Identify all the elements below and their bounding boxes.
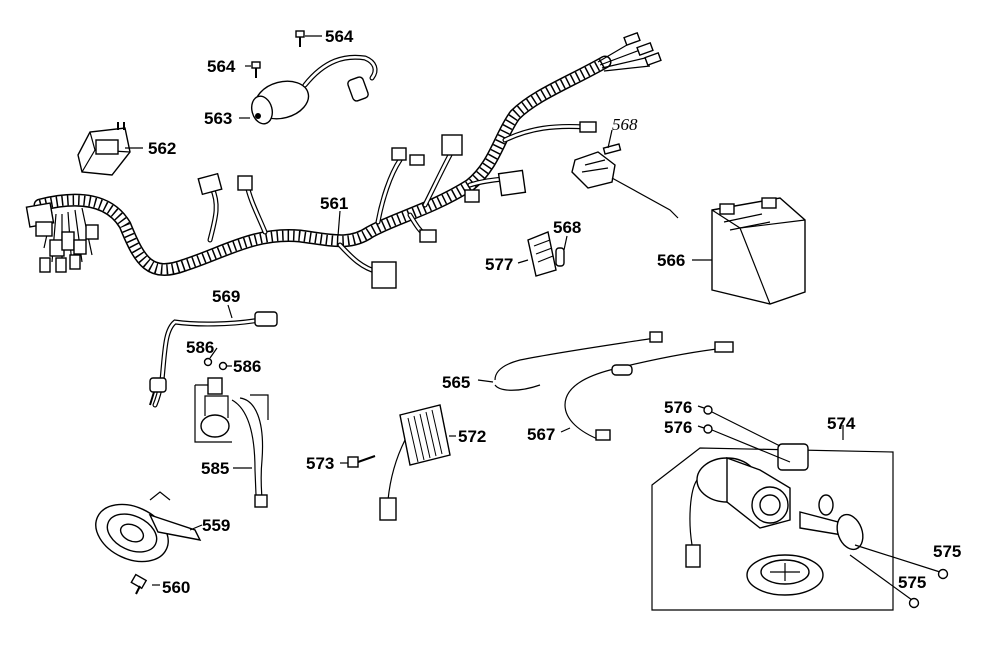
callout-577: 577: [485, 255, 513, 274]
horn-559: [95, 491, 202, 563]
callout-564-left: 564: [207, 57, 236, 76]
callout-568-lower: 568: [553, 218, 581, 237]
callout-560: 560: [162, 578, 190, 597]
callout-leaders: [125, 35, 844, 586]
callout-572: 572: [458, 427, 486, 446]
callout-559: 559: [202, 516, 230, 535]
bolt-573: [347, 455, 376, 468]
callout-568-top: 568: [612, 115, 638, 134]
ignition-coil-563: [250, 54, 378, 125]
starter-relay-585: [194, 377, 269, 508]
callout-563: 563: [204, 109, 232, 128]
screws-586: [203, 357, 228, 371]
ignition-switch-kit-574: [651, 411, 941, 611]
callout-574: 574: [827, 414, 856, 433]
main-wiring-harness: [29, 41, 651, 276]
bolt-564-top: [295, 30, 305, 47]
left-connector-cluster: [25, 202, 99, 273]
battery-cable-565: [494, 331, 663, 391]
callout-564-top: 564: [325, 27, 354, 46]
callout-585: 585: [201, 459, 229, 478]
callout-562: 562: [148, 139, 176, 158]
callout-586-top: 586: [186, 338, 214, 357]
fuse-holder-577: [527, 231, 565, 277]
regulator-rectifier-572: [379, 404, 451, 521]
callout-566: 566: [657, 251, 685, 270]
callout-567: 567: [527, 425, 555, 444]
screws-576: [703, 405, 713, 434]
flasher-relay-568: [571, 143, 679, 219]
harness-connectors: [197, 31, 662, 289]
callout-586-right: 586: [233, 357, 261, 376]
callout-573: 573: [306, 454, 334, 473]
callout-565: 565: [442, 373, 470, 392]
callout-575-right: 575: [933, 542, 961, 561]
battery-566: [711, 197, 806, 305]
sensor-wire-569: [149, 311, 278, 408]
callout-576-top: 576: [664, 398, 692, 417]
starter-cable-567: [564, 341, 734, 441]
callout-561: 561: [320, 194, 348, 213]
bolt-560: [130, 573, 148, 595]
relay-562: [77, 122, 131, 176]
callout-569: 569: [212, 287, 240, 306]
callout-576-lower: 576: [664, 418, 692, 437]
bolt-564-left: [251, 61, 261, 78]
screws-575: [908, 568, 949, 609]
callout-575-lower: 575: [898, 573, 926, 592]
callout-labels: 564 564 563 562 561 568 568 577 566 569 …: [148, 27, 961, 597]
